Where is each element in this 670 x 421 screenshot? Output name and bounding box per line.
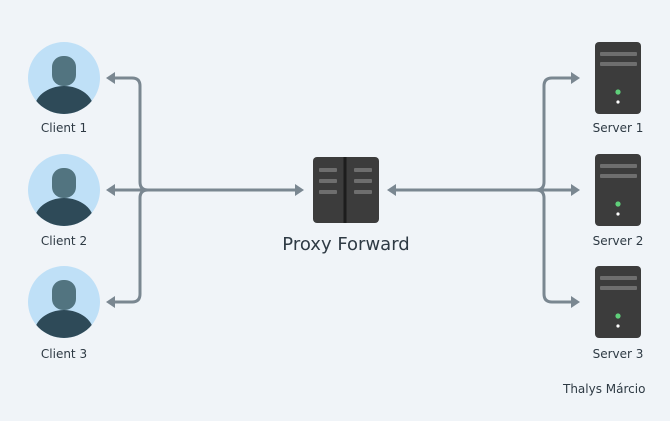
arrow-client-3: [106, 296, 115, 308]
connector-client-3: [109, 188, 150, 304]
connector-server-3: [534, 188, 577, 304]
arrow-proxy-in: [295, 184, 304, 196]
server-1-icon: [595, 42, 641, 114]
proxy-label: Proxy Forward: [282, 234, 410, 255]
client-1-avatar-icon: [28, 42, 100, 114]
server-3-icon: [595, 266, 641, 338]
arrow-client-1: [106, 72, 115, 84]
client-label-3: Client 3: [40, 347, 88, 361]
client-label-1: Client 1: [40, 121, 88, 135]
arrow-client-2: [106, 184, 115, 196]
arrow-server-3: [571, 296, 580, 308]
client-2-avatar-icon: [28, 154, 100, 226]
client-label-2: Client 2: [40, 234, 88, 248]
arrow-proxy-out: [387, 184, 396, 196]
proxy-node: [313, 157, 379, 223]
server-label-2: Server 2: [592, 234, 644, 248]
client-group: [28, 42, 100, 338]
server-label-3: Server 3: [592, 347, 644, 361]
client-3-avatar-icon: [28, 266, 100, 338]
server-group: [595, 42, 641, 338]
connector-server-1: [534, 76, 577, 192]
connector-lines: [106, 72, 580, 308]
proxy-server-icon: [313, 157, 379, 223]
server-label-1: Server 1: [592, 121, 644, 135]
arrow-server-2: [571, 184, 580, 196]
arrow-server-1: [571, 72, 580, 84]
connector-client-1: [109, 76, 150, 192]
author-credit: Thalys Márcio: [563, 382, 646, 396]
server-2-icon: [595, 154, 641, 226]
